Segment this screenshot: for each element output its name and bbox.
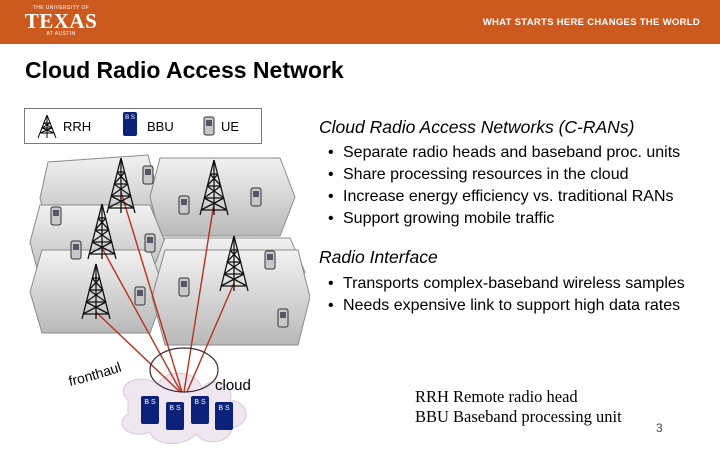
rrh-definition: RRH Remote radio head [415, 387, 578, 406]
page-title: Cloud Radio Access Network [25, 57, 344, 83]
phone-icon [142, 165, 154, 185]
tagline: WHAT STARTS HERE CHANGES THE WORLD [482, 17, 700, 28]
phone-icon [178, 277, 190, 297]
phone-icon [144, 233, 156, 253]
radio-bullet-list: •Transports complex-baseband wireless sa… [328, 273, 685, 317]
fronthaul-ring [149, 347, 219, 393]
bbu-unit: B S [166, 402, 184, 430]
bbu-unit: B S [141, 396, 159, 424]
list-item: •Increase energy efficiency vs. traditio… [328, 188, 674, 205]
hex-cell [151, 249, 310, 346]
logo-main-text: TEXAS [24, 9, 98, 33]
legend-ue-label: UE [221, 119, 240, 134]
svg-text:fronthaul: fronthaul [67, 359, 123, 389]
cran-diagram [29, 154, 310, 444]
phone-icon [277, 308, 289, 328]
list-item: •Needs expensive link to support high da… [328, 297, 681, 314]
fronthaul-label: fronthaul [67, 359, 123, 389]
bbu-icon: B S [123, 112, 137, 136]
bbu-definition: BBU Baseband processing unit [415, 407, 622, 426]
cran-heading: Cloud Radio Access Networks (C-RANs) [319, 117, 635, 137]
fronthaul-links [95, 191, 235, 393]
tower-icon [37, 114, 57, 139]
cloud-label: cloud [215, 377, 251, 394]
bbu-unit: B S [191, 396, 209, 424]
phone-icon [70, 240, 82, 260]
logo-top-text: THE UNIVERSITY OF [32, 5, 90, 11]
university-logo: THE UNIVERSITY OF TEXAS AT AUSTIN [22, 5, 100, 38]
phone-icon [250, 187, 262, 207]
legend-box: RRH B S BBU UE [24, 108, 262, 144]
phone-icon [203, 116, 215, 136]
list-item: •Share processing resources in the cloud [328, 166, 629, 183]
phone-icon [178, 195, 190, 215]
legend-bbu-label: BBU [147, 119, 174, 134]
header-banner: THE UNIVERSITY OF TEXAS AT AUSTIN WHAT S… [0, 0, 720, 44]
phone-icon [134, 286, 146, 306]
list-item: •Transports complex-baseband wireless sa… [328, 275, 685, 292]
phone-icon [264, 250, 276, 270]
definitions: RRH Remote radio head BBU Baseband proce… [415, 387, 635, 427]
phone-icon [50, 206, 62, 226]
bbu-unit: B S [215, 402, 233, 430]
logo-bottom-text: AT AUSTIN [46, 31, 76, 37]
radio-interface-heading: Radio Interface [319, 247, 438, 267]
list-item: •Support growing mobile traffic [328, 210, 555, 227]
legend-rrh-label: RRH [63, 119, 92, 134]
fronthaul-text: fronthaul [67, 359, 123, 389]
cran-bullet-list: •Separate radio heads and baseband proc.… [328, 142, 680, 230]
page-number: 3 [656, 421, 663, 435]
list-item: •Separate radio heads and baseband proc.… [328, 144, 681, 161]
hex-cells [29, 154, 310, 346]
